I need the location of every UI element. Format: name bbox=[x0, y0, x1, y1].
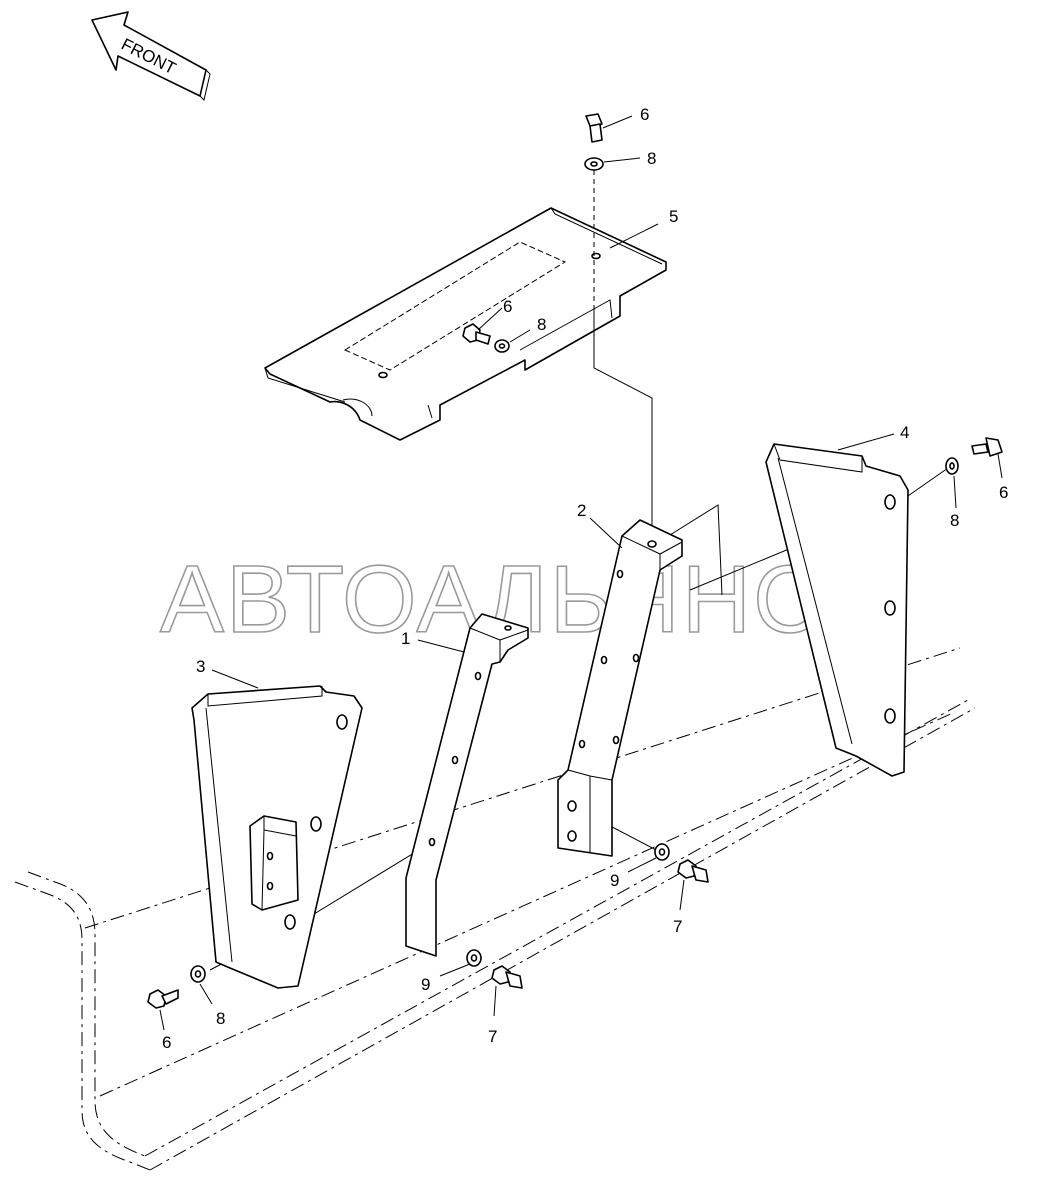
assembly-line bbox=[661, 504, 723, 596]
callout-6: 6 bbox=[640, 105, 649, 124]
right-washer-9 bbox=[654, 843, 670, 861]
left-bolt-6 bbox=[147, 989, 179, 1009]
callout-9: 9 bbox=[610, 871, 619, 890]
callout-5: 5 bbox=[669, 207, 678, 226]
callout-9: 9 bbox=[421, 975, 430, 994]
assembly-line bbox=[295, 841, 433, 926]
left-washer-8 bbox=[190, 965, 206, 983]
part-4-side-plate bbox=[765, 443, 909, 777]
top-bolt-6 bbox=[585, 113, 603, 143]
callout-6: 6 bbox=[503, 297, 512, 316]
part-3-side-plate bbox=[191, 685, 363, 989]
leader-lines bbox=[159, 115, 1003, 1031]
frame-outline bbox=[14, 647, 976, 1171]
callout-8: 8 bbox=[647, 149, 656, 168]
callout-8: 8 bbox=[537, 315, 546, 334]
callout-7: 7 bbox=[673, 917, 682, 936]
callout-3: 3 bbox=[196, 657, 205, 676]
front-arrow-icon: FRONT bbox=[91, 11, 211, 101]
part-2-channel bbox=[557, 519, 683, 857]
top-washer-8 bbox=[584, 157, 604, 171]
callout-6: 6 bbox=[162, 1033, 171, 1052]
callout-8: 8 bbox=[216, 1009, 225, 1028]
callout-2: 2 bbox=[577, 501, 586, 520]
callout-4: 4 bbox=[900, 423, 909, 442]
part-5-cover-panel bbox=[264, 207, 667, 441]
panel-bolt-6 bbox=[462, 323, 491, 345]
assembly-line bbox=[593, 310, 653, 530]
callout-1: 1 bbox=[401, 629, 410, 648]
mid-washer-9 bbox=[466, 949, 482, 967]
right-bolt-6 bbox=[971, 437, 1003, 457]
callout-6: 6 bbox=[999, 483, 1008, 502]
callouts: 6 8 5 6 8 4 6 8 2 1 3 6 8 9 7 9 7 bbox=[162, 105, 1008, 1052]
panel-washer-8 bbox=[494, 339, 510, 353]
right-washer-8 bbox=[945, 457, 959, 475]
part-1-bracket bbox=[405, 613, 529, 957]
callout-7: 7 bbox=[488, 1027, 497, 1046]
mid-bolt-7 bbox=[491, 965, 523, 989]
callout-8: 8 bbox=[950, 511, 959, 530]
right-bolt-7 bbox=[677, 859, 709, 883]
